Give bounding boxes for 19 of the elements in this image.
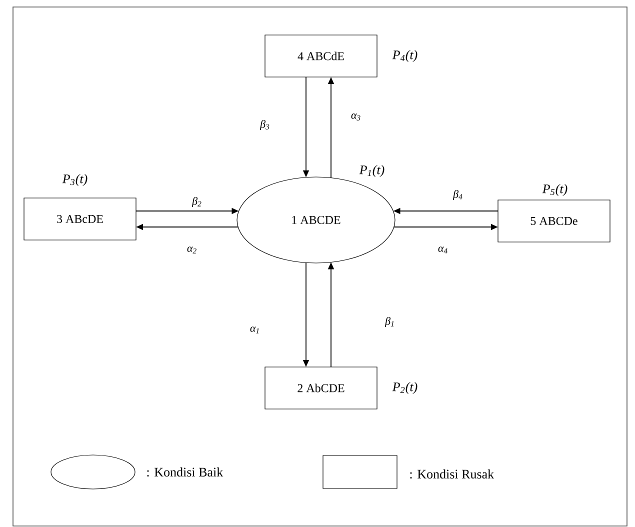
edge-label: β$_{2}$ xyxy=(192,196,202,208)
edge-label: β$_{1}$ xyxy=(384,316,394,328)
probability-label: P$_{1}$(t) xyxy=(359,165,384,177)
probability-label: P$_{5}$(t) xyxy=(542,184,568,196)
probability-label: P$_{3}$(t) xyxy=(62,174,88,186)
probability-label: P$_{4}$(t) xyxy=(392,50,418,62)
probability-label: P$_{2}$(t) xyxy=(392,382,418,394)
edge-label: α$_{1}$ xyxy=(250,326,259,334)
edge-label: β$_{4}$ xyxy=(452,190,462,200)
state-box: 2 AbCDE xyxy=(264,366,378,410)
state-box: 3 ABcDE xyxy=(24,198,136,240)
edge-label: α$_{4}$ xyxy=(438,246,448,254)
edge-label: α$_{2}$ xyxy=(187,246,196,254)
edge-label: α$_{3}$ xyxy=(351,114,360,120)
legend-entry: : Kondisi Rusak xyxy=(322,455,494,489)
legend-entry: : Kondisi Baik xyxy=(50,454,224,490)
edge-label: β$_{3}$ xyxy=(260,120,270,130)
state-box: 4 ABCdE xyxy=(264,34,378,78)
state-box: 5 ABCDe xyxy=(498,200,610,242)
